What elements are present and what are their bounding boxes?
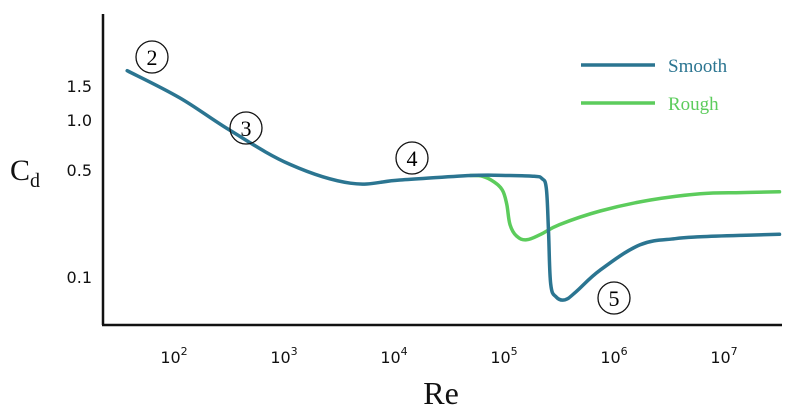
x-tick-label: 105 xyxy=(490,345,517,367)
annotation-5: 5 xyxy=(597,281,631,315)
legend: Smooth Rough xyxy=(581,56,728,115)
y-tick-label: 0.5 xyxy=(67,161,92,180)
annotation-3: 3 xyxy=(229,111,263,145)
series-line-rough xyxy=(468,173,782,242)
x-tick-label: 102 xyxy=(160,345,187,367)
series-line-smooth xyxy=(125,68,782,302)
svg-text:2: 2 xyxy=(147,45,158,70)
series-lines xyxy=(125,68,782,302)
x-tick-label: 107 xyxy=(710,345,737,367)
y-axis-label: Cd xyxy=(10,154,40,192)
annotation-4: 4 xyxy=(395,141,429,175)
x-tick-label: 103 xyxy=(270,345,297,367)
x-tick-label: 106 xyxy=(600,345,627,367)
x-tick-label: 104 xyxy=(380,345,407,367)
x-tick-labels: 102 103 104 105 106 107 xyxy=(160,345,737,367)
legend-label-rough: Rough xyxy=(668,94,719,115)
y-tick-label: 1.5 xyxy=(67,77,92,96)
plot-area xyxy=(101,14,782,327)
svg-text:4: 4 xyxy=(407,146,418,171)
x-axis-label: Re xyxy=(423,375,459,411)
y-tick-labels: 1.5 1.0 0.5 0.1 xyxy=(67,77,92,287)
y-tick-label: 0.1 xyxy=(67,268,92,287)
annotation-2: 2 xyxy=(135,40,169,74)
legend-label-smooth: Smooth xyxy=(668,56,728,77)
svg-text:5: 5 xyxy=(609,286,620,311)
svg-text:3: 3 xyxy=(241,116,252,141)
y-tick-label: 1.0 xyxy=(67,111,92,130)
